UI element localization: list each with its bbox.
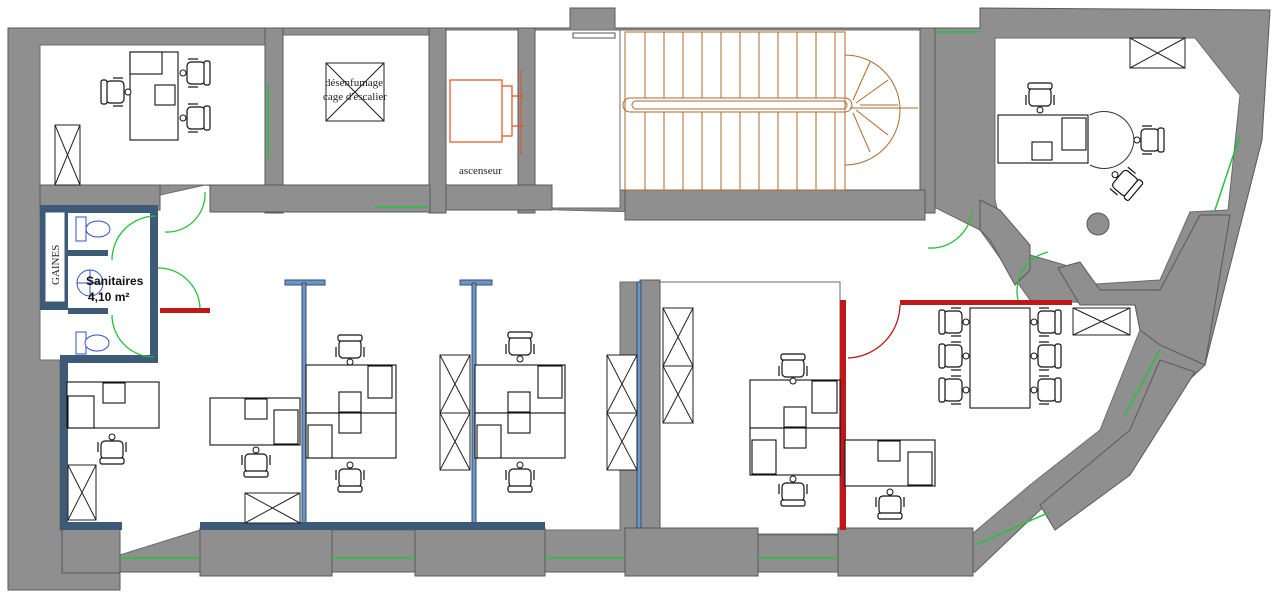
chair-icon [505,461,535,493]
chair-icon [778,475,808,507]
chair-icon [505,331,535,363]
chair-icon [179,58,211,88]
stair-room [619,29,921,191]
red-partitions [160,300,1072,530]
chair-icon [179,103,211,133]
chair-icon [1133,125,1165,155]
ducts-label: GAINES [50,245,62,285]
toilet-icon [75,216,111,242]
sanitary-area: 4,10 m² [88,290,129,304]
chair-icon [100,77,132,107]
chair-icon [1025,82,1055,114]
meeting-table [969,307,1031,409]
elevator-icon: ascenseur [449,70,524,177]
stairs [622,31,918,191]
doors [157,191,1049,309]
elevator-label: ascenseur [459,165,502,177]
chair-icon [1030,375,1062,405]
chair-icon [335,461,365,493]
chairs [97,58,1165,520]
chair-icon [778,353,808,385]
chair-icon [938,307,970,337]
chair-icon [241,446,271,478]
sanitary-block: GAINES Sanitaires 4,10 m² [40,205,158,530]
windows [120,31,1241,559]
sink-icon [76,269,104,297]
chair-icon [938,375,970,405]
chair-icon [97,433,127,465]
elevator-room [445,29,519,186]
chair-icon [1030,341,1062,371]
smoke-label-2: cage d'escalier [323,91,387,103]
chair-icon [1030,307,1062,337]
smoke-label-1: désenfumage [325,77,383,89]
chair-icon [938,341,970,371]
toilet-icon [75,331,110,355]
landing [534,29,621,209]
smoke-shaft: désenfumage cage d'escalier [323,62,387,122]
furniture [54,37,1186,524]
sanitary-title: Sanitaires [86,274,144,288]
chair-icon [1109,166,1144,201]
chair-icon [335,334,365,366]
chair-icon [875,488,905,520]
